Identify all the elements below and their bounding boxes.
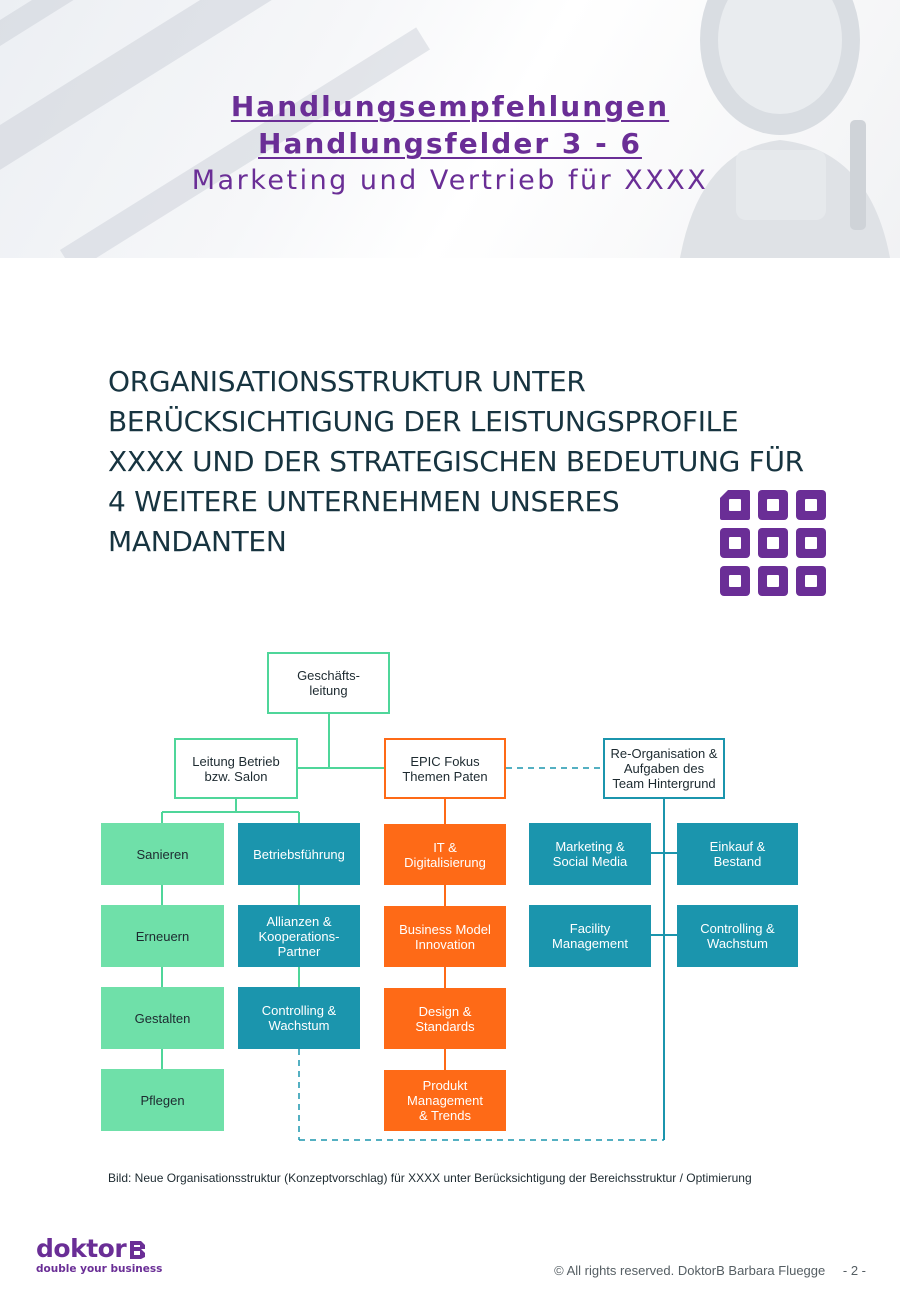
org-node-produkt-management: Produkt Management & Trends	[384, 1070, 506, 1131]
org-node-design-standards: Design & Standards	[384, 988, 506, 1049]
headline-line: 4 WEITERE UNTERNEHMEN UNSERES	[108, 485, 620, 518]
org-node-gestalten: Gestalten	[101, 987, 224, 1049]
org-node-allianzen: Allianzen & Kooperations- Partner	[238, 905, 360, 967]
page-title-line2: Handlungsfelder 3 - 6	[258, 127, 642, 160]
org-node-einkauf: Einkauf & Bestand	[677, 823, 798, 885]
org-node-it-digitalisierung: IT & Digitalisierung	[384, 824, 506, 885]
page-subtitle: Marketing und Vertrieb für XXXX	[191, 165, 709, 196]
org-node-pflegen: Pflegen	[101, 1069, 224, 1131]
org-node-facility: Facility Management	[529, 905, 651, 967]
org-node-sanieren: Sanieren	[101, 823, 224, 885]
headline-line: ORGANISATIONSSTRUKTUR UNTER	[108, 365, 586, 398]
section-headline: ORGANISATIONSSTRUKTUR UNTER BERÜCKSICHTI…	[108, 362, 868, 562]
headline-line: MANDANTEN	[108, 525, 287, 558]
logo-b-mark-icon	[130, 1241, 146, 1259]
org-chart: Geschäfts- leitung Leitung Betrieb bzw. …	[0, 640, 900, 1160]
header-banner: Handlungsempfehlungen Handlungsfelder 3 …	[0, 0, 900, 258]
org-chart-connectors	[161, 714, 677, 1141]
footer-copyright: © All rights reserved. DoktorB Barbara F…	[554, 1263, 866, 1278]
headline-line: BERÜCKSICHTIGUNG DER LEISTUNGSPROFILE	[108, 405, 739, 438]
org-node-geschaeftsleitung: Geschäfts- leitung	[267, 652, 390, 714]
copyright-text: © All rights reserved. DoktorB Barbara F…	[554, 1263, 826, 1278]
figure-caption: Bild: Neue Organisationsstruktur (Konzep…	[108, 1171, 752, 1185]
logo-text: doktor	[36, 1234, 127, 1263]
org-node-controlling-reorg: Controlling & Wachstum	[677, 905, 798, 967]
org-node-erneuern: Erneuern	[101, 905, 224, 967]
org-node-reorganisation: Re-Organisation & Aufgaben des Team Hint…	[603, 738, 725, 799]
org-node-betriebsfuehrung: Betriebsführung	[238, 823, 360, 885]
org-node-business-model: Business Model Innovation	[384, 906, 506, 967]
page-number: - 2 -	[842, 1263, 866, 1278]
org-node-leitung-betrieb: Leitung Betrieb bzw. Salon	[174, 738, 298, 799]
org-node-controlling-betrieb: Controlling & Wachstum	[238, 987, 360, 1049]
logo-tagline: double your business	[36, 1263, 163, 1275]
page-title: Handlungsempfehlungen	[230, 90, 670, 123]
headline-line: XXXX UND DER STRATEGISCHEN BEDEUTUNG FÜR	[108, 445, 804, 478]
grid-apps-icon	[720, 490, 826, 596]
org-node-epic-fokus: EPIC Fokus Themen Paten	[384, 738, 506, 799]
astronaut-image	[680, 0, 890, 258]
org-node-marketing: Marketing & Social Media	[529, 823, 651, 885]
doktorb-logo: doktor double your business	[36, 1234, 163, 1276]
